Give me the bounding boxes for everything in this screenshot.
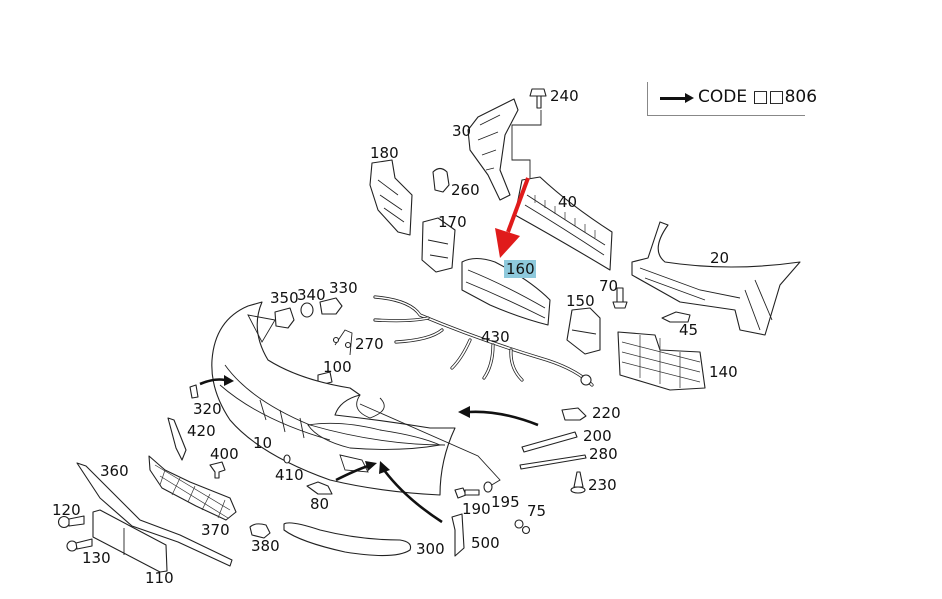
part-420-trim [167, 417, 187, 461]
part-10-bumper-cover [211, 301, 456, 496]
part-20-side-bracket [631, 221, 801, 336]
right-arrow-icon [660, 93, 694, 103]
part-320-clip [189, 384, 199, 399]
label-430: 430 [481, 328, 510, 346]
label-180: 180 [370, 144, 399, 162]
part-220-clip [561, 407, 587, 421]
part-80-bracket [306, 481, 333, 495]
label-20: 20 [710, 249, 729, 267]
part-130-screw [66, 538, 93, 552]
label-45: 45 [679, 321, 698, 339]
part-230-screw [570, 471, 586, 494]
label-400: 400 [210, 445, 239, 463]
part-195-washer [483, 481, 493, 493]
label-130: 130 [82, 549, 111, 567]
label-80: 80 [310, 495, 329, 513]
part-260-clip [432, 167, 450, 193]
label-240: 240 [550, 87, 579, 105]
part-180-bracket [369, 159, 413, 236]
part-430-wiring-harness [373, 295, 594, 387]
part-40-impact-beam [514, 176, 613, 271]
label-195: 195 [491, 493, 520, 511]
part-270-clip [332, 329, 353, 356]
code-legend: CODE □□806 [647, 82, 817, 116]
label-500: 500 [471, 534, 500, 552]
part-150-housing [566, 307, 601, 355]
label-30: 30 [452, 122, 471, 140]
part-340-ring [300, 302, 314, 318]
part-30-bracket [467, 98, 519, 201]
label-360: 360 [100, 462, 129, 480]
label-190: 190 [462, 500, 491, 518]
part-200-strip [521, 431, 578, 453]
label-100: 100 [323, 358, 352, 376]
part-500-label [451, 513, 465, 557]
part-75-clip [514, 519, 531, 535]
part-360-lower-trim [76, 462, 233, 567]
label-140: 140 [709, 363, 738, 381]
part-140-grille-insert [617, 331, 706, 391]
label-330: 330 [329, 279, 358, 297]
part-300-trim-strip [283, 522, 412, 557]
part-380-cover [249, 523, 271, 539]
part-330-sensor [319, 297, 343, 315]
part-190-bolt [454, 487, 480, 499]
label-150: 150 [566, 292, 595, 310]
label-410: 410 [275, 466, 304, 484]
part-410-nut [283, 454, 291, 464]
label-280: 280 [589, 445, 618, 463]
part-280-strip [519, 454, 587, 470]
label-200: 200 [583, 427, 612, 445]
label-10: 10 [253, 434, 272, 452]
label-340: 340 [297, 286, 326, 304]
label-220: 220 [592, 404, 621, 422]
label-420: 420 [187, 422, 216, 440]
label-110: 110 [145, 569, 174, 587]
label-160: 160 [506, 260, 535, 278]
highlight-pointer-arrow [495, 177, 530, 258]
part-120-screw [57, 515, 85, 529]
label-380: 380 [251, 537, 280, 555]
part-70-bolt [612, 287, 628, 309]
part-160-absorber [461, 257, 551, 326]
label-320: 320 [193, 400, 222, 418]
assembly-arrows [199, 375, 539, 524]
label-75: 75 [527, 502, 546, 520]
part-370-grille [148, 455, 237, 521]
label-70: 70 [599, 277, 618, 295]
part-350-sensor-holder [274, 307, 295, 329]
label-370: 370 [201, 521, 230, 539]
label-270: 270 [355, 335, 384, 353]
label-260: 260 [451, 181, 480, 199]
label-230: 230 [588, 476, 617, 494]
label-300: 300 [416, 540, 445, 558]
part-45-pad [661, 311, 691, 323]
label-170: 170 [438, 213, 467, 231]
label-120: 120 [52, 501, 81, 519]
label-350: 350 [270, 289, 299, 307]
part-240-bolt [529, 88, 547, 109]
part-170-housing [421, 217, 456, 273]
highlighted-part-label: 160 [504, 260, 536, 278]
part-110-license-plate-holder [92, 509, 168, 573]
code-text: CODE □□806 [698, 87, 818, 107]
label-40: 40 [558, 193, 577, 211]
part-400-clip [209, 461, 226, 479]
